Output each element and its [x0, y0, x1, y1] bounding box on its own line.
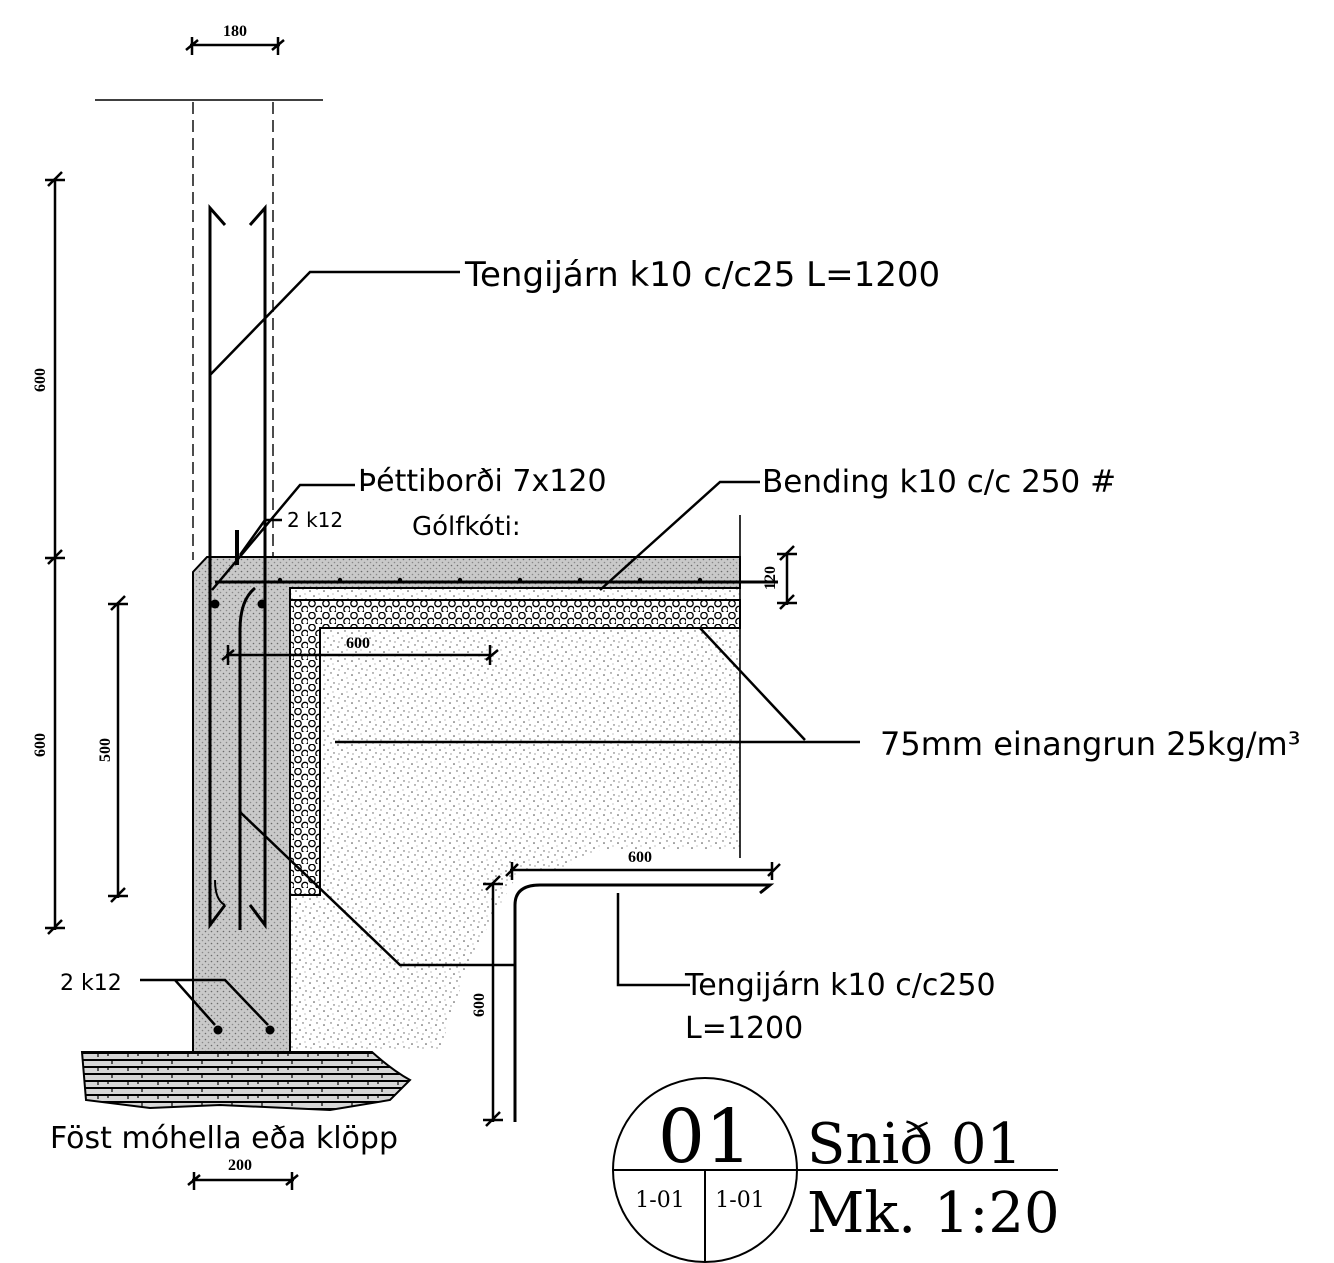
- section-title: Snið 01: [807, 1112, 1022, 1177]
- label-sealing-strip: Þéttiborði 7x120: [358, 464, 607, 499]
- ref-left: 1-01: [635, 1188, 684, 1213]
- wall-tie-bar-right: [248, 204, 267, 930]
- hook-bar: [238, 586, 256, 930]
- dim-foundation-inner: 500: [97, 738, 114, 762]
- leader-insulation-diag: [699, 627, 806, 741]
- insulation-horizontal: [289, 599, 741, 896]
- scale-label: Mk. 1:20: [807, 1181, 1060, 1246]
- leader-tie-bottom-2: [616, 893, 690, 987]
- label-tie-bars-top: Tengijárn k10 c/c25 L=1200: [464, 255, 940, 295]
- bar-top-left: [210, 599, 220, 609]
- dim-insulation: 600: [346, 635, 370, 652]
- wall-tie-bar-left: [208, 204, 227, 930]
- rebar-dots: [277, 577, 703, 583]
- bar-top-right: [257, 599, 267, 609]
- dim-bar-vertical: 600: [471, 993, 488, 1017]
- leader-tie-bottom: [239, 811, 515, 967]
- dim-slab: 120: [762, 566, 779, 590]
- dim-bar-horizontal: 600: [628, 849, 652, 866]
- title-block: 01 1-01 1-01 Snið 01 Mk. 1:20: [612, 1077, 1060, 1263]
- hook-bar-2: [214, 879, 226, 906]
- dim-wall-top: 180: [223, 23, 247, 40]
- label-reinforcement: Bending k10 c/c 250 #: [762, 464, 1116, 500]
- leader-tie-top: [209, 270, 460, 376]
- leader-bars-bottom: [140, 978, 269, 1026]
- bent-tie-bar: [513, 883, 775, 1122]
- fill-soil: [290, 560, 740, 1050]
- bar-bottom-left: [213, 1025, 223, 1035]
- label-bars-top: 2 k12: [287, 508, 343, 532]
- dim-wall-lower: 600: [32, 733, 49, 757]
- label-insulation: 75mm einangrun 25kg/m³: [880, 725, 1301, 763]
- bar-bottom-right: [265, 1025, 275, 1035]
- dim-footing: 200: [228, 1157, 252, 1174]
- label-tie-bars-bottom-2: L=1200: [685, 1011, 803, 1046]
- label-floor-level: Gólfkóti:: [412, 512, 521, 542]
- label-bars-bottom: 2 k12: [60, 971, 122, 996]
- leader-bars-top: [238, 518, 282, 556]
- leader-reinforcement: [599, 480, 760, 591]
- label-tie-bars-bottom-1: Tengijárn k10 c/c250: [684, 968, 996, 1003]
- dimension-lines: [45, 37, 797, 1190]
- label-foundation-ground: Föst móhella eða klöpp: [50, 1121, 398, 1156]
- detail-number: 01: [658, 1094, 752, 1180]
- rock-base: [80, 1051, 412, 1112]
- ref-right: 1-01: [715, 1188, 764, 1213]
- dim-wall-upper: 600: [32, 368, 49, 392]
